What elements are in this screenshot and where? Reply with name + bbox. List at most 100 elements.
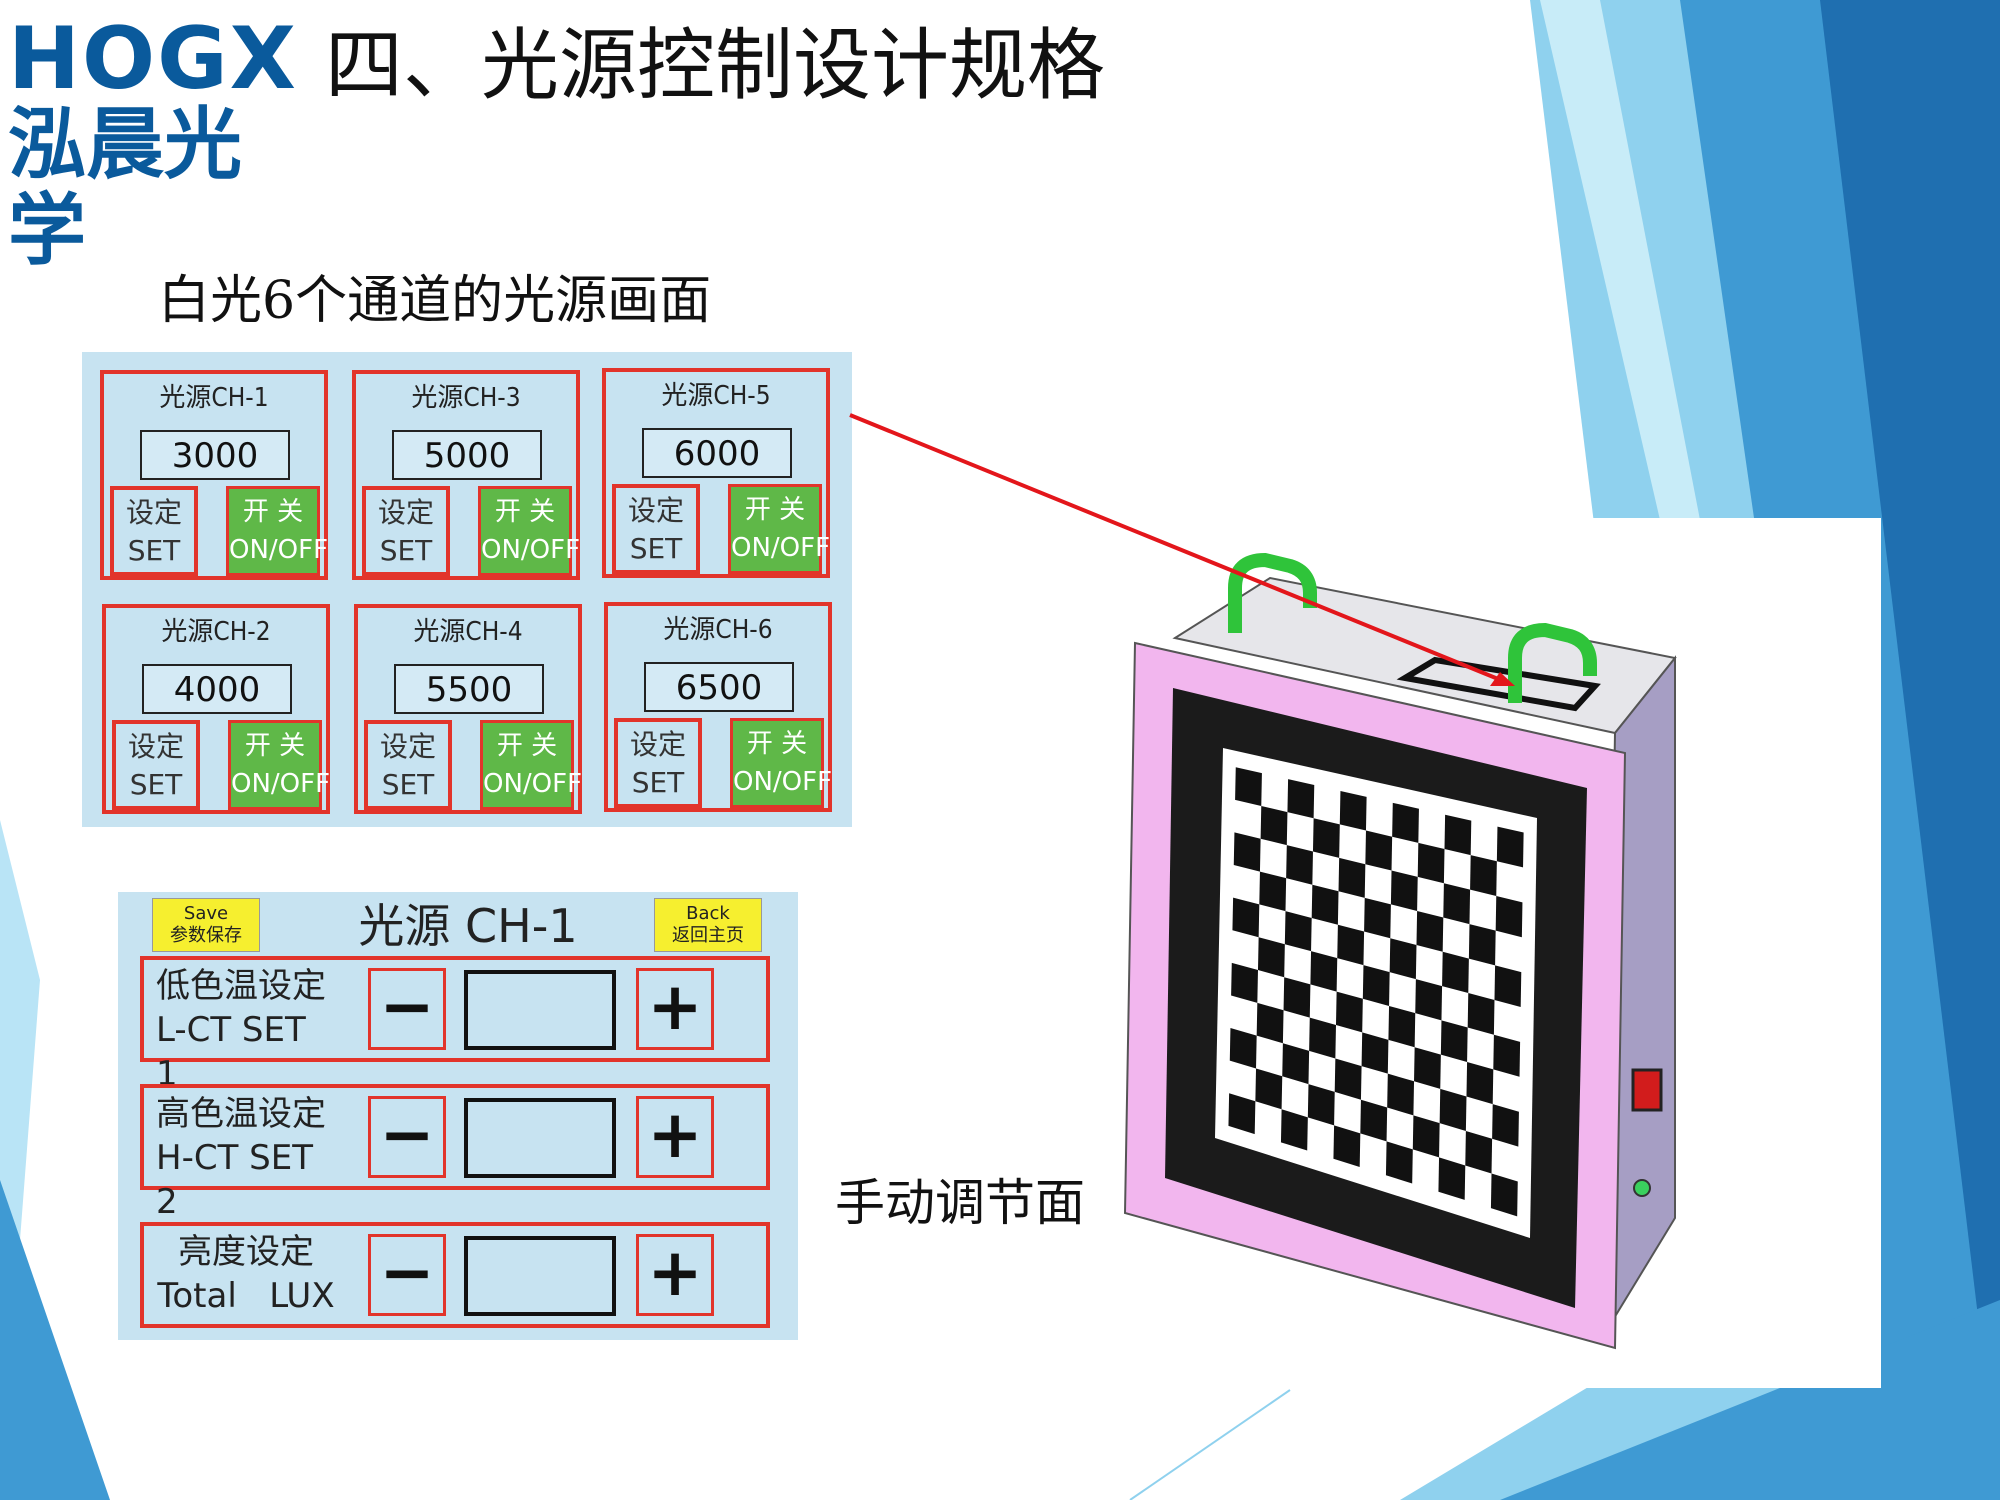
value-input[interactable] <box>464 970 616 1050</box>
decrement-button[interactable]: − <box>368 1234 446 1316</box>
set-label-cn: 设定 <box>125 496 182 529</box>
checker-square <box>1260 805 1288 846</box>
checker-square <box>1438 1157 1466 1200</box>
set-label-cn: 设定 <box>629 728 686 761</box>
channel-onoff-button[interactable]: 开 关 ON/OFF <box>730 718 832 808</box>
channel-value-display[interactable]: 5500 <box>394 664 544 714</box>
back-button[interactable]: Back 返回主页 <box>654 898 762 952</box>
checker-square <box>1333 1125 1361 1168</box>
checker-square <box>1412 1115 1440 1158</box>
increment-button[interactable]: + <box>636 968 714 1050</box>
checker-square <box>1232 897 1260 938</box>
save-button[interactable]: Save 参数保存 <box>152 898 260 952</box>
detail-panel-title: 光源 CH-1 <box>358 899 578 953</box>
set-label-cn: 设定 <box>379 730 436 763</box>
checker-square <box>1338 857 1366 898</box>
checker-square <box>1496 826 1524 868</box>
set-label-en: SET <box>379 534 433 567</box>
checker-square <box>1439 1088 1467 1131</box>
checker-square <box>1283 977 1311 1018</box>
power-switch <box>1631 1068 1663 1112</box>
decrement-button[interactable]: − <box>368 1096 446 1178</box>
checker-square <box>1311 884 1339 925</box>
channel-card-ch6: 光源CH-6 6500 设定 SET 开 关 ON/OFF <box>604 602 832 812</box>
row-label-cn: 亮度设定 <box>178 1232 314 1272</box>
logo-text-cn: 泓晨光学 <box>8 100 243 276</box>
value-input[interactable] <box>464 1236 616 1316</box>
increment-button[interactable]: + <box>636 1234 714 1316</box>
checker-square <box>1365 830 1393 871</box>
onoff-label-en: ON/OFF <box>229 535 329 565</box>
save-label-cn: 参数保存 <box>170 925 242 946</box>
checker-square <box>1282 1043 1310 1085</box>
onoff-label-en: ON/OFF <box>481 535 581 565</box>
checker-square <box>1468 924 1496 966</box>
onoff-label-cn: 开 关 <box>746 729 808 759</box>
checker-square <box>1492 1104 1519 1147</box>
decrement-button[interactable]: − <box>368 968 446 1050</box>
checker-square <box>1388 1005 1416 1048</box>
onoff-label-en: ON/OFF <box>731 533 831 563</box>
checker-square <box>1364 897 1391 939</box>
checker-square <box>1390 870 1418 911</box>
increment-button[interactable]: + <box>636 1096 714 1178</box>
checker-square <box>1337 924 1365 966</box>
save-label-en: Save <box>183 903 229 924</box>
channel-value-display[interactable]: 6000 <box>642 428 792 478</box>
checker-square <box>1235 767 1262 806</box>
checker-square <box>1415 979 1443 1021</box>
channel-value-display[interactable]: 3000 <box>140 430 290 480</box>
onoff-label-cn: 开 关 <box>744 495 806 525</box>
checker-square <box>1361 1032 1389 1074</box>
section-title: 白光6个通道的光源画面 <box>158 271 712 331</box>
set-label-cn: 设定 <box>377 496 434 529</box>
channel-onoff-button[interactable]: 开 关 ON/OFF <box>728 484 830 574</box>
onoff-label-cn: 开 关 <box>496 731 558 761</box>
channel-set-button[interactable]: 设定 SET <box>362 486 450 576</box>
checker-square <box>1256 1002 1284 1044</box>
checker-square <box>1287 779 1315 819</box>
value-input[interactable] <box>464 1098 616 1178</box>
row-label-en: Total LUX <box>157 1276 335 1316</box>
checker-square <box>1362 965 1390 1006</box>
channel-value-display[interactable]: 4000 <box>142 664 292 714</box>
row-label-cn: 高色温设定 <box>156 1094 326 1134</box>
channel-set-button[interactable]: 设定 SET <box>614 718 702 808</box>
indicator-light <box>1633 1179 1651 1197</box>
checker-square <box>1360 1099 1388 1142</box>
checker-square <box>1280 1109 1308 1151</box>
channel-onoff-button[interactable]: 开 关 ON/OFF <box>226 486 328 576</box>
channel-title: 光源CH-5 <box>661 381 771 411</box>
onoff-label-en: ON/OFF <box>733 767 833 797</box>
slide-title: 四、光源控制设计规格 <box>325 21 1106 111</box>
set-label-en: SET <box>631 766 685 799</box>
checker-square <box>1470 855 1497 896</box>
handle-left <box>1228 552 1317 633</box>
onoff-label-cn: 开 关 <box>242 497 304 527</box>
manual-adjust-label: 手动调节面 <box>835 1174 1085 1232</box>
light-box-device-image <box>1115 518 1881 1388</box>
row-label-cn: 低色温设定 <box>156 966 326 1006</box>
checker-square <box>1443 883 1471 925</box>
logo-text-en: HOGX <box>8 9 298 109</box>
set-label-en: SET <box>129 768 183 801</box>
onoff-label-cn: 开 关 <box>244 731 306 761</box>
channel-value-display[interactable]: 6500 <box>644 662 794 712</box>
checker-square <box>1310 951 1338 992</box>
channel-title: 光源CH-6 <box>663 615 773 645</box>
channel-value-display[interactable]: 5000 <box>392 430 542 480</box>
